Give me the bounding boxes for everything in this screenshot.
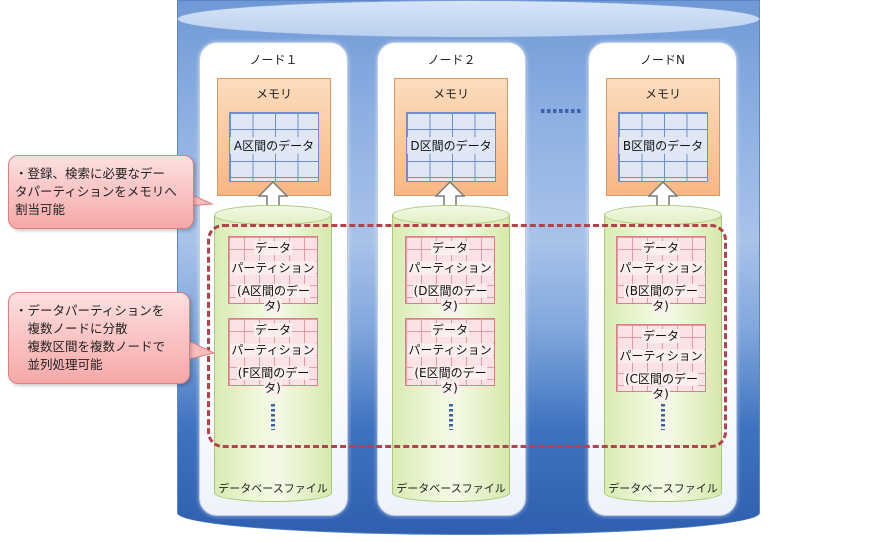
memory-data-grid: A区間のデータ: [229, 112, 319, 182]
callout-text: ・登録、検索に必要なデー タパーティションをメモリへ 割当可能: [15, 166, 177, 217]
partition-line-2: パーティション: [230, 343, 316, 357]
memory-data-grid: B区間のデータ: [618, 112, 708, 182]
vertical-ellipsis-icon: [271, 404, 275, 430]
node-title: ノード２: [427, 53, 476, 67]
memory-data-label: A区間のデータ: [230, 137, 318, 154]
data-partition: データ パーティション (E区間のデータ): [405, 318, 495, 395]
partition-line-1: データ: [430, 323, 469, 337]
memory-label: メモリ: [644, 87, 681, 101]
data-partition: データ パーティション (F区間のデータ): [228, 318, 318, 395]
partition-line-1: データ: [430, 241, 469, 255]
partition-line-1: データ: [253, 241, 292, 255]
partition-line-2: パーティション: [618, 261, 704, 275]
partition-line-1: データ: [641, 329, 680, 343]
vertical-ellipsis-icon: [449, 404, 453, 430]
db-file-label: データベースファイル: [218, 482, 328, 495]
memory-label: メモリ: [432, 87, 469, 101]
partition-line-2: パーティション: [230, 261, 316, 275]
partition-line-2: パーティション: [618, 349, 704, 363]
data-partition: データ パーティション (C区間のデータ): [616, 324, 706, 401]
memory-label: メモリ: [255, 87, 292, 101]
db-file-top: [604, 205, 722, 225]
vertical-ellipsis-icon: [661, 404, 665, 430]
data-partition: データ パーティション (A区間のデータ): [228, 236, 318, 313]
db-file-label: データベースファイル: [396, 482, 506, 495]
data-partition: データ パーティション (B区間のデータ): [616, 236, 706, 313]
db-file-top: [392, 205, 510, 225]
partition-line-1: データ: [253, 323, 292, 337]
horizontal-ellipsis-icon: [541, 109, 581, 113]
memory-data-label: D区間のデータ: [407, 137, 495, 154]
callout-memory-allocation: ・登録、検索に必要なデー タパーティションをメモリへ 割当可能: [8, 155, 194, 229]
node-1-memory: メモリ A区間のデータ: [217, 78, 331, 196]
database-cylinder-top: [177, 0, 760, 38]
memory-data-label: B区間のデータ: [619, 137, 707, 154]
partition-line-2: パーティション: [407, 343, 493, 357]
db-file-top: [214, 205, 332, 225]
data-partition: データ パーティション (D区間のデータ): [405, 236, 495, 313]
partition-line-2: パーティション: [407, 261, 493, 275]
node-title: ノード１: [249, 53, 298, 67]
partition-line-1: データ: [641, 241, 680, 255]
db-file-label: データベースファイル: [608, 482, 718, 495]
memory-data-grid: D区間のデータ: [406, 112, 496, 182]
distributed-partitions-highlight: [207, 224, 727, 448]
callout-parallel-processing: ・データパーティションを 複数ノードに分散 複数区間を複数ノードで 並列処理可能: [8, 292, 190, 384]
callout-text: ・データパーティションを 複数ノードに分散 複数区間を複数ノードで 並列処理可能: [15, 303, 166, 372]
node-title: ノードN: [640, 53, 685, 67]
node-2-memory: メモリ D区間のデータ: [394, 78, 508, 196]
node-n-memory: メモリ B区間のデータ: [606, 78, 720, 196]
